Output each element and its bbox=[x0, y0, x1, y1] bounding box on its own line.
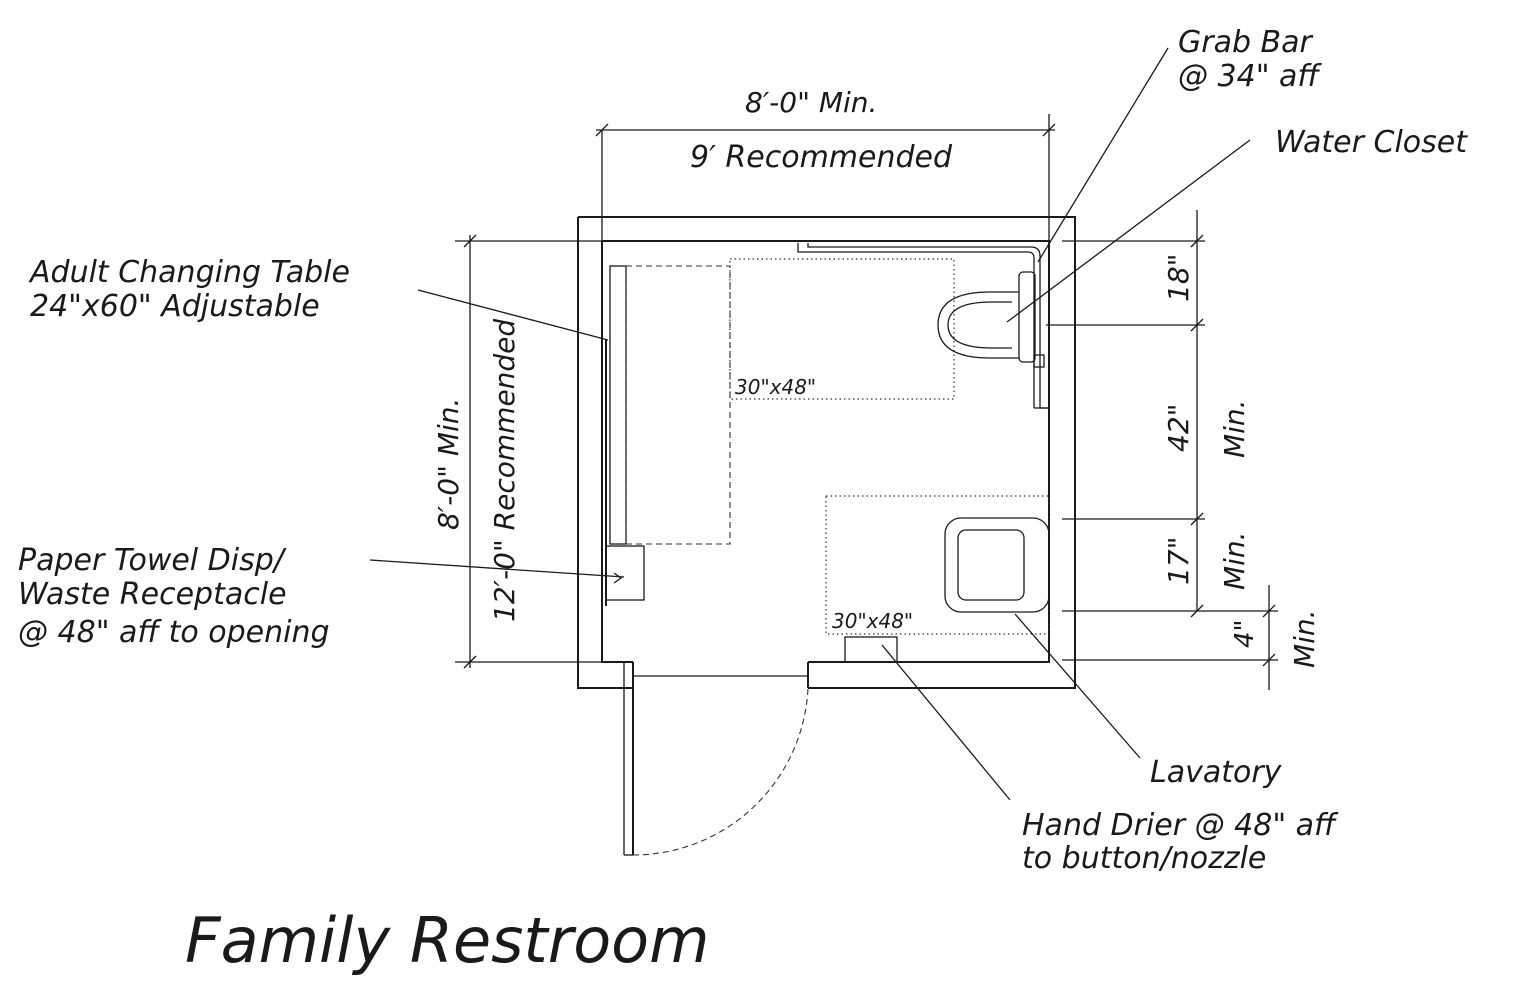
clear-floor-space-toilet bbox=[729, 258, 955, 400]
adult-changing-table bbox=[605, 265, 731, 606]
water-closet-label: Water Closet bbox=[1275, 125, 1468, 160]
left-dim-recommended-label: 12′-0" Recommended bbox=[488, 319, 521, 622]
clear-space-label-lavatory: 30"x48" bbox=[832, 609, 913, 633]
changing-table-label-1: Adult Changing Table bbox=[28, 255, 350, 290]
paper-towel-label-1: Paper Towel Disp/ bbox=[18, 543, 287, 578]
top-dim-min-label: 8′-0" Min. bbox=[745, 86, 877, 119]
top-dimension bbox=[595, 114, 1056, 241]
hand-drier bbox=[844, 636, 898, 663]
grab-bar-label-1: Grab Bar bbox=[1178, 25, 1314, 60]
lavatory-label: Lavatory bbox=[1150, 755, 1283, 790]
dim-4-min-label: Min. bbox=[1288, 609, 1321, 668]
top-dim-recommended-label: 9′ Recommended bbox=[690, 140, 953, 175]
paper-towel-label-2: Waste Receptacle bbox=[18, 577, 287, 612]
dim-42-label: 42" bbox=[1162, 403, 1195, 452]
water-closet bbox=[937, 271, 1045, 368]
left-dim-min-label: 8′-0" Min. bbox=[432, 398, 465, 530]
clear-space-label-toilet: 30"x48" bbox=[735, 375, 816, 399]
changing-table-label-2: 24"x60" Adjustable bbox=[30, 289, 320, 324]
paper-towel-label-3: @ 48" aff to opening bbox=[18, 615, 330, 650]
hand-drier-label-2: to button/nozzle bbox=[1022, 841, 1266, 876]
dim-18-label: 18" bbox=[1162, 253, 1195, 302]
dim-4-label: 4" bbox=[1230, 619, 1260, 648]
hand-drier-label-1: Hand Drier @ 48" aff bbox=[1022, 808, 1339, 843]
dim-42-min-label: Min. bbox=[1218, 399, 1251, 458]
grab-bar bbox=[797, 243, 1049, 409]
paper-towel-dispenser bbox=[605, 545, 645, 601]
lavatory bbox=[944, 517, 1050, 613]
grab-bar-label-2: @ 34" aff bbox=[1178, 59, 1322, 94]
leader-lines bbox=[369, 47, 1251, 801]
walls bbox=[577, 216, 1076, 689]
dim-17-label: 17" bbox=[1162, 536, 1195, 585]
right-dimensions bbox=[1046, 210, 1278, 690]
dim-17-min-label: Min. bbox=[1218, 531, 1251, 590]
left-dimension bbox=[455, 234, 602, 669]
page-title: Family Restroom bbox=[185, 904, 710, 977]
clear-floor-space-lavatory bbox=[825, 495, 1050, 635]
door bbox=[623, 687, 809, 856]
